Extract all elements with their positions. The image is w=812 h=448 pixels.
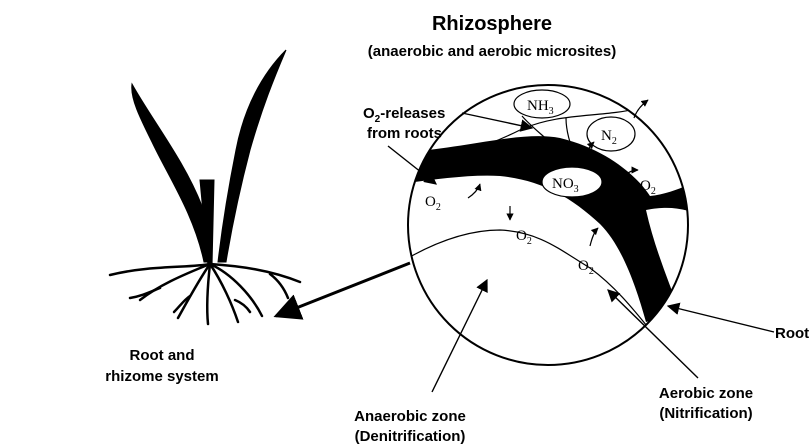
- n2-bubble: N2: [587, 117, 635, 151]
- no3-subscript: 3: [574, 184, 579, 195]
- rhizosphere-circle: NH3 N2 NO3 O2 O2 O2 O2 O2: [400, 85, 700, 365]
- anaerobic-zone-pointer: [432, 280, 487, 392]
- anaerobic-zone-label-line2: (Denitrification): [355, 428, 466, 445]
- nh3-label: NH: [527, 98, 549, 114]
- o2-label-left: O2: [425, 194, 441, 213]
- no3-bubble: NO3: [542, 167, 602, 197]
- root-to-rhizosphere-arrow: [276, 263, 410, 316]
- root-band: [400, 136, 700, 322]
- o2-label-lower: O2: [516, 228, 532, 247]
- o2-label-bottom: O2: [578, 258, 594, 277]
- root-system: [110, 264, 300, 324]
- o2-release-label: O2-releases: [363, 105, 445, 125]
- n2-subscript: 2: [612, 136, 617, 147]
- aerobic-zone-label: Aerobic zone: [659, 385, 753, 402]
- root-label: Root: [775, 325, 809, 342]
- nh3-subscript: 3: [549, 106, 554, 117]
- root-pointer: [668, 306, 774, 332]
- nh3-bubble: NH3: [514, 90, 570, 118]
- o2-release-label-line2: from roots: [367, 125, 442, 142]
- n2-label: N: [601, 128, 612, 144]
- root-system-label-line2: rhizome system: [105, 368, 218, 385]
- plant-right-leaf: [218, 50, 286, 262]
- plant-illustration: [110, 50, 300, 324]
- diagram-subtitle: (anaerobic and aerobic microsites): [368, 43, 616, 60]
- diagram-title: Rhizosphere: [432, 13, 552, 35]
- plant-left-leaf: [132, 84, 212, 262]
- root-system-label: Root and: [130, 347, 195, 364]
- anaerobic-zone-label: Anaerobic zone: [354, 408, 466, 425]
- no3-label: NO: [552, 176, 574, 192]
- o2-release-pointer-1: [462, 113, 532, 128]
- aerobic-zone-label-line2: (Nitrification): [659, 405, 752, 422]
